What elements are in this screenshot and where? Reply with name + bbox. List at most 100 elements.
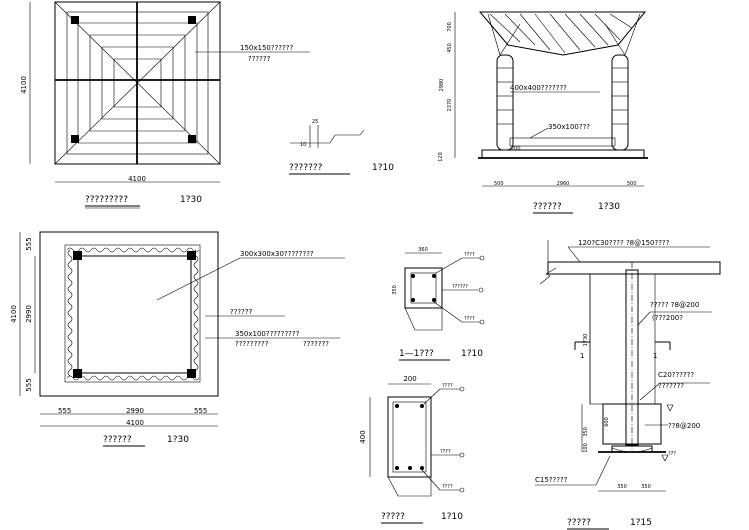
floor-plan-title: ?????? <box>103 435 132 445</box>
elevation-scale: 1?30 <box>598 202 620 212</box>
elevation-dim-1: 700 <box>447 22 453 32</box>
column-note-2: (???200? <box>652 314 683 322</box>
column-level-mark <box>661 454 669 462</box>
floor-border-pattern <box>66 247 200 381</box>
section-11-dim-w: 360 <box>418 247 428 253</box>
elevation-dim-bottom: 2960 <box>557 181 570 187</box>
floor-outer-outline <box>39 231 219 397</box>
small-detail-view: 25 10 ??????? 1?10 <box>289 119 394 175</box>
column-found-note-3: ??8@200 <box>668 422 700 430</box>
beam-rebar <box>395 404 399 408</box>
elevation-dim-4: 120 <box>438 152 444 162</box>
floor-dim-bot-right: 555 <box>194 407 207 415</box>
floor-slab-leader <box>156 257 241 301</box>
roof-rafters <box>77 22 198 144</box>
beam-rebar <box>420 404 424 408</box>
section-11-callout-circle <box>479 255 485 261</box>
roof-column-mark <box>188 16 196 24</box>
column-found-note-2: ??????? <box>658 382 684 390</box>
beam-rebar-1: ???? <box>442 383 453 389</box>
floor-dim-bot-total: 4100 <box>126 419 144 427</box>
elevation-column-right <box>611 54 629 151</box>
section-11-rebar <box>411 298 415 302</box>
column-dim-found-3: 100 <box>583 443 589 453</box>
floor-column-mark <box>187 369 196 378</box>
floor-dim-left-bottom: 555 <box>25 378 33 391</box>
elevation-roof-hatch <box>489 13 633 54</box>
beam-dim-w: 200 <box>403 375 416 383</box>
floor-beam-label: 350x100????????? <box>235 330 300 338</box>
section-11-rebar-3: ???? <box>464 316 475 322</box>
floor-dim-left-total: 4100 <box>10 305 18 323</box>
column-dim-base-1: 350 <box>617 484 627 490</box>
roof-note: 150x150?????? <box>240 44 293 52</box>
detail-step-line <box>290 129 365 144</box>
section-11-rebar <box>432 298 436 302</box>
floor-plan-scale: 1?30 <box>167 435 189 445</box>
roof-column-mark <box>188 135 196 143</box>
elevation-dim-right-foot: 500 <box>627 181 637 187</box>
beam-section-view: 200 400 ???? ???? ???? ????? 1?10 <box>359 375 465 524</box>
floor-column-mark <box>73 369 82 378</box>
section-11-dim-h: 350 <box>392 285 398 295</box>
section-11-base <box>404 307 443 331</box>
roof-dim-bottom: 4100 <box>128 175 146 183</box>
detail-label-b: 10 <box>300 142 306 148</box>
floor-beam-label-3: ??????? <box>303 340 329 348</box>
column-dim-found-2: 350 <box>583 427 589 437</box>
beam-rebar <box>395 466 399 470</box>
column-note: ????? ?8@200 <box>650 301 699 309</box>
beam-callout-circle <box>459 386 465 392</box>
elevation-roof <box>478 11 647 56</box>
column-found-note: C20?????? <box>658 371 694 379</box>
roof-plan-view: 4100 4100 150x150?????? ?????? ?????????… <box>20 1 310 209</box>
beam-dim-h: 400 <box>359 430 367 443</box>
section-11-outline <box>404 267 443 309</box>
elevation-column-left <box>496 54 514 151</box>
section-11-rebar-2: ?????? <box>452 284 468 290</box>
beam-section-scale: 1?10 <box>441 512 463 522</box>
section-11-rebar <box>411 274 415 278</box>
roof-column-mark <box>71 16 79 24</box>
column-c15-note: C15????? <box>535 476 568 484</box>
roof-plan-scale: 1?30 <box>180 195 202 205</box>
column-bottom-note: ??? <box>668 451 676 457</box>
elevation-bench <box>509 137 616 147</box>
elevation-beam-leader <box>529 127 549 139</box>
floor-column-mark <box>73 251 82 260</box>
column-detail-title: ????? <box>567 518 591 528</box>
elevation-beam-label: 350x100??? <box>548 123 590 131</box>
section-11-view: 360 350 ???? ?????? ???? 1—1??? 1?10 <box>392 247 485 361</box>
elevation-dim-total: 2980 <box>439 79 445 92</box>
floor-dim-left-top: 555 <box>25 237 33 250</box>
elevation-col-label: 400x400??????? <box>510 84 567 92</box>
detail-label-a: 25 <box>312 119 318 125</box>
roof-column-mark <box>71 135 79 143</box>
column-top-note: 120?C30???? ?8@150???? <box>578 239 670 247</box>
floor-border-label: ?????? <box>230 308 253 316</box>
beam-rebar <box>408 466 412 470</box>
roof-plan-title: ????????? <box>85 195 128 205</box>
column-top-slab <box>547 261 721 275</box>
floor-dim-left-mid: 2990 <box>25 305 33 323</box>
column-dim-found-1: 600 <box>604 417 610 427</box>
elevation-dim-2: 450 <box>447 43 453 53</box>
elevation-bracket-left <box>487 13 521 56</box>
column-detail-scale: 1?15 <box>630 518 652 528</box>
elevation-title: ?????? <box>533 202 562 212</box>
section-11-rebar-1: ???? <box>464 252 475 258</box>
small-detail-title: ??????? <box>289 163 323 173</box>
column-foundation <box>602 403 662 445</box>
section-11-title: 1—1??? <box>399 349 434 359</box>
section-11-rebar <box>432 274 436 278</box>
floor-dim-bot-left: 555 <box>58 407 71 415</box>
elevation-view: 700 450 2370 2980 120 400x400??????? 350… <box>438 11 648 214</box>
section-11-stirrup <box>410 272 437 304</box>
elevation-dim-3: 2370 <box>447 99 453 112</box>
small-detail-scale: 1?10 <box>372 163 394 173</box>
column-section-mark: 1 <box>580 352 584 360</box>
beam-rebar-3: ???? <box>442 484 453 490</box>
floor-column-mark <box>187 251 196 260</box>
elevation-ground-dim: 200 <box>511 146 521 152</box>
